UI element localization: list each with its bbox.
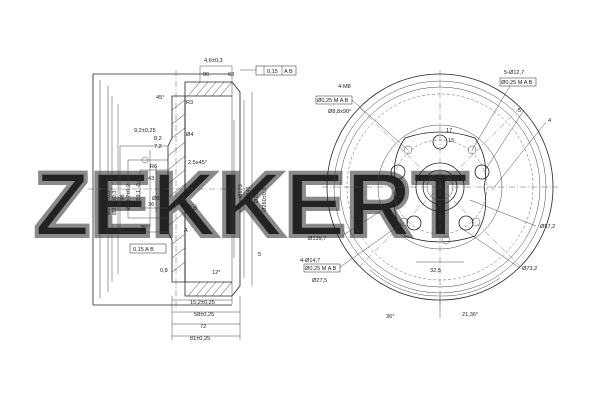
dim-72: 72: [200, 324, 206, 330]
label-5: 5: [518, 108, 521, 114]
holes-4-m8-countersink: Ø8,8x90°: [328, 109, 351, 115]
dim-phi4: Ø4: [186, 132, 193, 138]
dim-9-2: 9,2±0,25: [134, 128, 156, 134]
holes-4-d14-7-tolerance: Ø0,25 M A B: [305, 266, 337, 272]
section-dimensions: 4,6±0,3 86 63 0,15 A B 45° R3 9,2±0,25 8…: [106, 58, 293, 342]
dim-d241: Ø241: [246, 186, 252, 200]
dim-63: 63: [228, 72, 234, 78]
dim-43: 43: [148, 176, 154, 182]
gdt-perpendicularity: 0,15: [267, 69, 278, 75]
angle-36: 36°: [386, 314, 394, 320]
dim-d280: Ø280±0,3: [106, 190, 112, 215]
dim-d59: Ø59,1 -0,05: [136, 175, 142, 205]
dim-0-8: 0,8: [160, 268, 168, 274]
dim-d57-2: Ø57,2: [540, 224, 555, 230]
dim-17: 17: [446, 128, 452, 134]
dim-angle-35: 35°: [140, 225, 148, 231]
dim-d98: Ø98: [120, 194, 126, 205]
angle-21-36: 21,36°: [462, 312, 478, 318]
dim-angle-45: 45°: [156, 95, 164, 101]
holes-5-d12-7: 5-Ø12,7: [504, 70, 524, 76]
holes-4-m8: 4-M8: [338, 84, 351, 90]
dim-r6: R6: [150, 164, 157, 170]
dim-d139-7: Ø139,7: [308, 236, 326, 242]
front-dimensions: 4-M8 Ø0,25 M A B Ø8,8x90° 5-Ø12,7 Ø0,25 …: [300, 70, 555, 320]
front-view: [303, 70, 558, 318]
holes-5-d12-7-tolerance: Ø0,25 M A B: [501, 80, 533, 86]
dim-chamfer: 2,5x45°: [188, 160, 207, 166]
dim-15: 15: [448, 138, 454, 144]
watermark-logo: ZEKKERT: [34, 154, 468, 256]
dim-d257: Ø257±0,3: [112, 190, 118, 215]
dim-5: 5: [258, 252, 261, 258]
gdt-bottom: 0,15 A B: [133, 247, 154, 253]
dim-81: 81±0,25: [190, 336, 210, 342]
dim-r3: R3: [186, 100, 193, 106]
datum-a: A: [184, 228, 188, 234]
dim-d58-7: Ø58,7±0,2: [126, 184, 132, 210]
gdt-perpendicularity-ref: A B: [284, 69, 293, 75]
datum-b: B: [193, 206, 197, 212]
dim-d260: Ø260±0,3: [262, 187, 268, 212]
section-view: [88, 65, 297, 340]
dim-7-2: 7,2: [154, 144, 162, 150]
dim-d250: Ø250: [254, 189, 260, 203]
dim-d27-5: Ø27,5: [312, 278, 327, 284]
dim-86: 86: [203, 72, 209, 78]
dim-15-2: 15,2±0,25: [190, 300, 215, 306]
dim-d115: Ø115: [228, 185, 234, 198]
dim-d73-2: Ø73,2: [522, 266, 537, 272]
dim-8-2: 8,2: [154, 136, 162, 142]
dim-d173: Ø173: [238, 184, 244, 198]
label-4: 4: [548, 118, 551, 124]
dim-32-5: 32,5: [430, 268, 441, 274]
holes-4-m8-tolerance: Ø0,25 M A B: [317, 98, 349, 104]
dim-12: 12°: [212, 270, 220, 276]
dim-58: 58±0,25: [194, 312, 214, 318]
holes-4-d14-7: 4-Ø14,7: [300, 258, 320, 264]
dim-top-flange: 4,6±0,3: [204, 58, 223, 64]
dim-d84: Ø84: [152, 196, 163, 202]
dim-36: 36: [148, 202, 154, 208]
